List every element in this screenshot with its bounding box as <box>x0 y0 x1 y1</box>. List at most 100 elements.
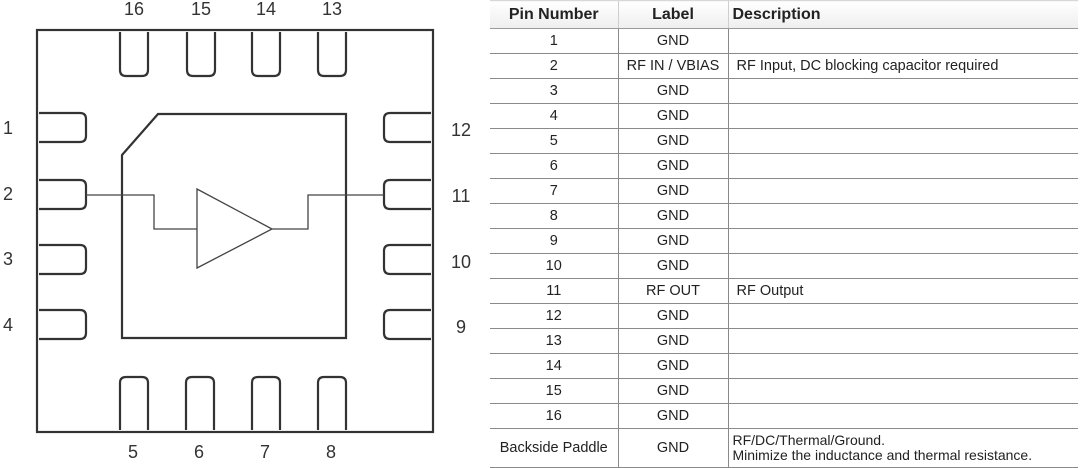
pin-number-cell: 6 <box>490 153 618 179</box>
pad-5 <box>118 375 150 430</box>
pin-label-9: 9 <box>456 317 466 337</box>
pad-11 <box>382 178 431 211</box>
pin-label-8: 8 <box>326 442 336 461</box>
package-outline <box>35 28 435 434</box>
pad-9 <box>382 308 431 341</box>
pin-label-cell: RF OUT <box>617 278 728 304</box>
pin-label-2: 2 <box>3 184 13 204</box>
pin-description-cell <box>727 28 1078 54</box>
pin-number-cell: 7 <box>490 178 618 204</box>
rf-input-trace <box>86 194 197 230</box>
pin-description-cell <box>727 353 1078 379</box>
amplifier-symbol <box>196 187 274 270</box>
pin-label-cell: GND <box>617 28 728 54</box>
pad-14 <box>250 32 282 78</box>
pin-number-cell: 3 <box>490 78 618 104</box>
pin-number-cell: 5 <box>490 128 618 154</box>
pin-description-cell <box>727 103 1078 129</box>
pin-label-cell: GND <box>617 78 728 104</box>
pad-8 <box>316 375 348 430</box>
paddle-description-line-2: Minimize the inductance and thermal resi… <box>732 447 1033 463</box>
pad-6 <box>184 375 216 430</box>
pin-label-cell: GND <box>617 228 728 254</box>
pad-4 <box>39 308 88 341</box>
pad-16 <box>118 32 150 78</box>
pin-label-6: 6 <box>194 442 204 461</box>
pin-description-cell: RF Output <box>727 278 1078 304</box>
pin-number-cell: 11 <box>490 278 618 304</box>
rf-output-trace <box>272 194 384 230</box>
bottom-pads <box>118 375 348 430</box>
pin-label-12: 12 <box>451 120 471 140</box>
pin-label-4: 4 <box>3 315 13 335</box>
pin-label-cell: GND <box>617 103 728 129</box>
pin-label-11: 11 <box>452 186 471 206</box>
package-pinout-diagram: 16 15 14 13 1 2 3 4 12 11 10 9 5 6 7 8 <box>3 0 471 461</box>
pin-number-cell: 10 <box>490 253 618 279</box>
pin-label-cell: GND <box>617 153 728 179</box>
pin-label-14: 14 <box>256 0 276 19</box>
pin-label-3: 3 <box>3 249 13 269</box>
center-paddle <box>120 112 348 340</box>
left-pads <box>39 111 88 341</box>
pin-label-cell: GND <box>617 328 728 354</box>
pin-label-cell: GND <box>617 128 728 154</box>
pin-label-cell: GND <box>617 353 728 379</box>
pin-description-cell: RF/DC/Thermal/Ground. Minimize the induc… <box>727 428 1078 468</box>
pin-label-16: 16 <box>124 0 144 19</box>
pin-description-cell: RF Input, DC blocking capacitor required <box>727 53 1078 79</box>
pin-description-cell <box>727 128 1078 154</box>
pin-description-cell <box>727 378 1078 404</box>
pin-number-cell: 2 <box>490 53 618 79</box>
pin-label-10: 10 <box>451 252 471 272</box>
pin-label-cell: GND <box>617 303 728 329</box>
pin-number-cell: 4 <box>490 103 618 129</box>
pin-label-cell: GND <box>617 203 728 229</box>
pin-label-5: 5 <box>128 442 138 461</box>
pin-number-cell: 16 <box>490 403 618 429</box>
pin-description-cell <box>727 78 1078 104</box>
pin-label-1: 1 <box>3 118 13 138</box>
pin-description-cell <box>727 253 1078 279</box>
pin-number-cell: Backside Paddle <box>490 428 618 468</box>
pin-label-13: 13 <box>322 0 342 19</box>
pin-description-cell <box>727 153 1078 179</box>
pin-label-cell: GND <box>617 403 728 429</box>
pin-label-cell: RF IN / VBIAS <box>617 53 728 79</box>
pin-number-cell: 14 <box>490 353 618 379</box>
pin-number-cell: 13 <box>490 328 618 354</box>
pad-7 <box>250 375 282 430</box>
pin-label-7: 7 <box>260 442 270 461</box>
pin-number-cell: 1 <box>490 28 618 54</box>
table-row-backside-paddle: Backside Paddle GND RF/DC/Thermal/Ground… <box>490 428 1078 468</box>
pin-number-cell: 12 <box>490 303 618 329</box>
pin-label-cell: GND <box>617 178 728 204</box>
pin-number-cell: 8 <box>490 203 618 229</box>
right-pads <box>382 111 431 341</box>
pin-description-cell <box>727 228 1078 254</box>
pad-1 <box>39 111 88 144</box>
pad-15 <box>185 32 217 78</box>
pad-12 <box>382 111 431 144</box>
pad-2 <box>39 178 88 211</box>
table-header-row: Pin Number Label Description <box>490 0 1078 29</box>
pin-number-cell: 15 <box>490 378 618 404</box>
header-label: Label <box>617 0 728 29</box>
pin-description-cell <box>727 403 1078 429</box>
header-pin-number: Pin Number <box>490 0 618 29</box>
